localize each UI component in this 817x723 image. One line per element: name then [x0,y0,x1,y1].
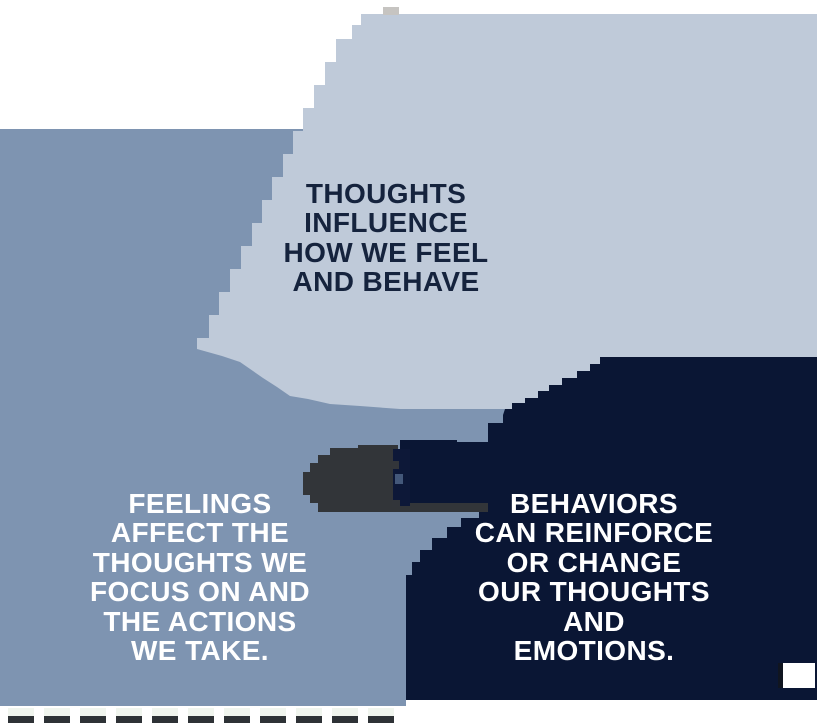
thoughts-line: AND BEHAVE [292,266,480,298]
center-glyph-notch-icon [392,500,400,507]
behaviors-line: OUR THOUGHTS [478,576,710,608]
feelings-line: FOCUS ON AND [90,576,310,608]
behaviors-caption: BEHAVIORS CAN REINFORCE OR CHANGE OUR TH… [434,488,754,667]
feelings-line: THE ACTIONS [103,605,297,637]
feelings-line: THOUGHTS WE [92,546,308,578]
feelings-line: FEELINGS [128,488,272,519]
thoughts-caption: THOUGHTS INFLUENCE HOW WE FEEL AND BEHAV… [236,179,536,297]
behaviors-line: CAN REINFORCE [474,517,714,549]
feelings-line: WE TAKE. [130,635,269,667]
behaviors-line: AND [563,605,625,637]
feelings-line: AFFECT THE [110,517,290,549]
behaviors-line: BEHAVIORS [510,488,678,519]
bottom-right-white-box [783,663,815,688]
thoughts-line: THOUGHTS [305,178,467,209]
thoughts-line: INFLUENCE [304,207,468,239]
center-glyph-notch-icon [392,461,399,469]
behaviors-line: OR CHANGE [506,546,682,578]
bottom-cutoff-text-dashes [8,716,400,723]
triangle-apex-notch [383,7,399,15]
bottom-cutoff-text-faint [8,708,400,716]
center-glyph-highlight [395,474,403,484]
feelings-caption: FEELINGS AFFECT THE THOUGHTS WE FOCUS ON… [40,488,360,667]
behaviors-line: EMOTIONS. [513,635,675,667]
thoughts-line: HOW WE FEEL [283,236,489,268]
bottom-right-sliver [778,663,783,688]
